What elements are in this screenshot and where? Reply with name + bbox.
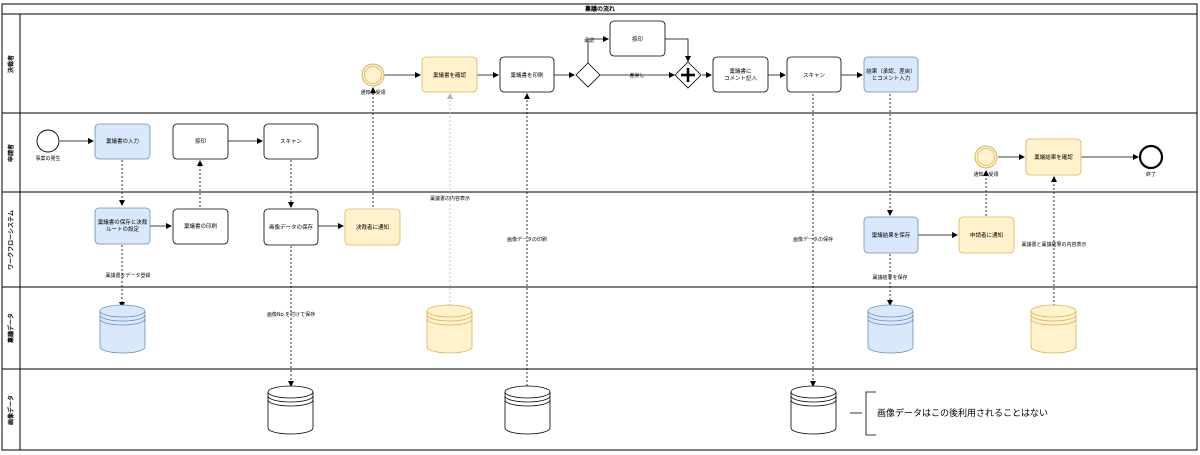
svg-text:稟議書の入力: 稟議書の入力 [106,137,139,145]
parallel-gateway [674,61,702,89]
svg-text:稟議書の保存と決裁: 稟議書の保存と決裁 [98,218,148,226]
svg-text:画像データはこの後利用されることはない: 画像データはこの後利用されることはない [877,407,1048,419]
event-end: 終了 [1138,144,1164,178]
task-confirm-result: 稟議結果を確認 [1025,138,1082,176]
svg-text:結果（承認、差戻）: 結果（承認、差戻） [866,67,916,75]
edge-label-print-image: 画像データの印刷 [507,236,547,243]
task-stamp-applicant: 捺印 [172,123,229,160]
datastore-ringi-2 [426,304,473,354]
edge-label-reject: 差戻し [629,72,644,79]
svg-text:稟議書に: 稟議書に [729,67,751,75]
edge-label-save-result: 稟議結果を保存 [872,274,907,281]
datastore-ringi-3 [867,304,914,354]
edge-label-show-content: 稟議書の内容表示 [430,195,470,202]
svg-text:稟議結果を保存: 稟議結果を保存 [872,231,911,239]
svg-text:決裁者に通知: 決裁者に通知 [356,223,389,231]
datastore-ringi-1 [99,304,146,354]
exclusive-gateway [575,62,601,88]
task-comment: 稟議書に コメント記入 [712,56,769,93]
svg-text:通知の受領: 通知の受領 [360,89,385,96]
task-save-route: 稟議書の保存と決裁 ルートの設定 [94,207,151,245]
datastore-image-3 [790,385,837,435]
svg-text:稟議書の印刷: 稟議書の印刷 [184,222,218,230]
edge-label-save-image-data: 画像データの保存 [793,236,833,243]
task-print-ringi: 稟議書を印刷 [499,56,555,93]
svg-text:画像データの保存: 画像データの保存 [269,223,314,231]
datastore-image-2 [504,385,551,435]
svg-text:ルートの設定: ルートの設定 [106,225,140,233]
svg-text:稟議結果を確認: 稟議結果を確認 [1034,153,1073,161]
pool-title: 稟議の流れ [584,5,615,13]
svg-text:通知の受領: 通知の受領 [973,171,998,178]
edge-label-show-result: 稟議書と稟議結果の内容表示 [1021,241,1086,248]
task-save-result: 稟議結果を保存 [863,216,919,254]
edge-label-save-with-no: 画像No.を付けて保存 [267,311,315,318]
task-scan-applicant: スキャン [263,123,319,160]
datastore-image-1 [267,385,314,435]
datastore-ringi-4 [1030,304,1077,354]
task-enter-ringi: 稟議書の入力 [94,123,151,160]
edges [60,36,1139,387]
task-notify-approver: 決裁者に通知 [344,208,401,246]
svg-text:申請者に通知: 申請者に通知 [970,231,1003,239]
task-approve-stamp: 捺印 [609,20,666,57]
task-notify-applicant: 申請者に通知 [958,216,1015,254]
task-scan-approver: スキャン [786,56,842,93]
task-enter-result: 結果（承認、差戻） とコメント入力 [863,56,919,93]
svg-text:稟議書を印刷: 稟議書を印刷 [510,71,544,79]
task-print-system: 稟議書の印刷 [172,208,229,245]
svg-text:スキャン: スキャン [280,138,303,145]
lane-label-workflow-system: ワークフローシステム [7,210,15,270]
lane-label-ringi-data: 稟議データ [7,313,15,344]
svg-text:スキャン: スキャン [803,72,826,79]
lane-label-image-data: 画像データ [7,395,15,425]
svg-text:コメント記入: コメント記入 [724,74,758,82]
svg-text:稟議書を確認: 稟議書を確認 [433,71,467,79]
svg-text:終了: 終了 [1146,171,1156,178]
task-save-image: 画像データの保存 [263,208,319,246]
lane-label-applicant: 申請者 [7,144,15,162]
edge-label-approve: 承認 [584,37,594,44]
svg-text:事案の発生: 事案の発生 [35,155,60,162]
lane-label-approver: 決裁者 [7,55,15,73]
svg-text:とコメント入力: とコメント入力 [872,74,911,82]
svg-text:捺印: 捺印 [195,137,207,145]
task-confirm-ringi: 稟議書を確認 [421,56,478,93]
edge-label-register: 稟議書をデータ登録 [105,272,150,279]
event-receive-notice-applicant: 通知の受領 [973,145,999,178]
svg-text:捺印: 捺印 [632,35,644,43]
annotation-note: 画像データはこの後利用されることはない [850,391,1048,436]
event-start: 事案の発生 [35,129,61,162]
event-receive-notice-approver: 通知の受領 [360,63,386,96]
